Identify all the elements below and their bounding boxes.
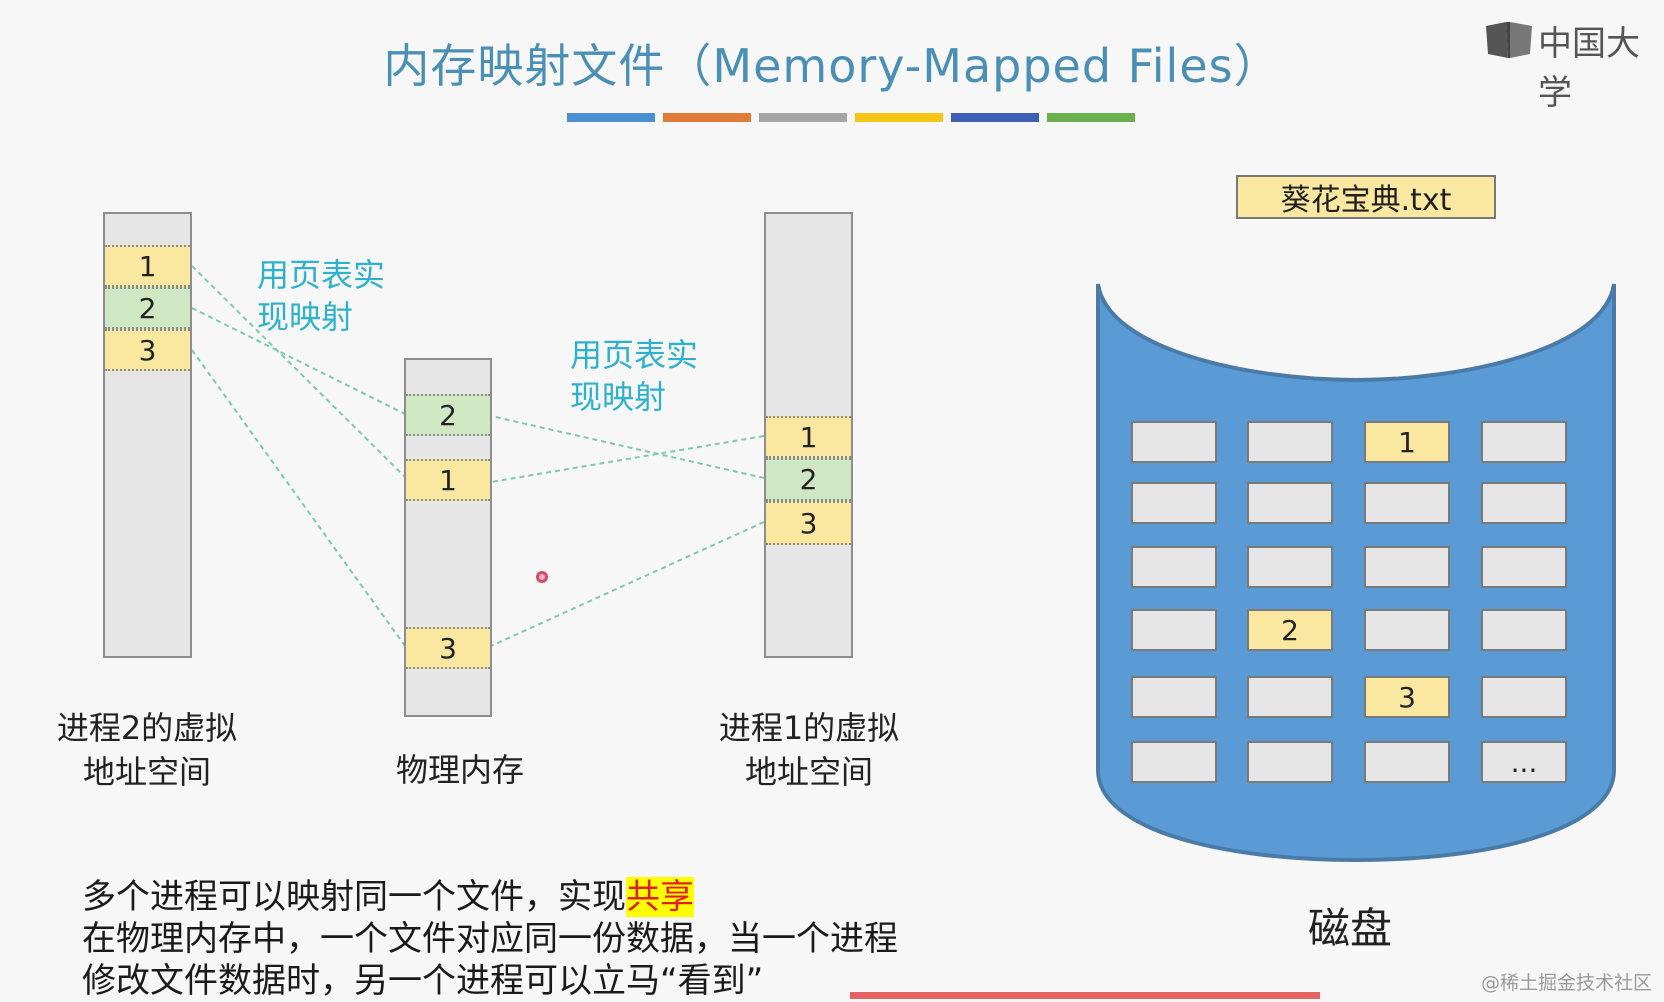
laser-pointer-dot bbox=[536, 571, 548, 583]
process2-page-1: 1 bbox=[105, 245, 190, 287]
disk-block bbox=[1131, 609, 1217, 651]
mapping-label-right-line1: 用页表实 bbox=[570, 336, 699, 374]
disk-block bbox=[1481, 421, 1567, 463]
disk-block bbox=[1364, 741, 1450, 783]
process2-caption: 进程2的虚拟 地址空间 bbox=[36, 706, 258, 794]
disk-block bbox=[1247, 421, 1333, 463]
disk-block bbox=[1364, 482, 1450, 524]
mapping-label-right-line2: 现映射 bbox=[570, 378, 667, 416]
disk-block bbox=[1481, 546, 1567, 588]
disk-caption: 磁盘 bbox=[1307, 904, 1392, 953]
process1-caption-line1: 进程1的虚拟 bbox=[718, 709, 900, 747]
process2-page-2: 2 bbox=[105, 287, 190, 329]
book-icon bbox=[1486, 22, 1532, 58]
accent-bar-darkblue bbox=[951, 113, 1039, 122]
mapping-line-p2-3 bbox=[191, 349, 406, 647]
disk-block bbox=[1131, 546, 1217, 588]
mapping-line-p1-3 bbox=[490, 521, 765, 647]
disk-block: ... bbox=[1481, 741, 1567, 783]
mapping-label-left-line2: 现映射 bbox=[257, 298, 354, 336]
accent-bar-orange bbox=[663, 113, 751, 122]
logo-text: 中国大学 bbox=[1538, 24, 1640, 113]
disk-block bbox=[1247, 676, 1333, 718]
mapping-label-left: 用页表实 现映射 bbox=[257, 254, 385, 338]
process1-page-1: 1 bbox=[766, 416, 851, 458]
sharing-highlight: 共享 bbox=[626, 877, 694, 917]
disk-block bbox=[1247, 741, 1333, 783]
cut-off-red-subtitle bbox=[850, 992, 1320, 999]
disk-block bbox=[1481, 609, 1567, 651]
disk-block bbox=[1364, 546, 1450, 588]
accent-bar-green bbox=[1047, 113, 1135, 122]
disk-block bbox=[1131, 676, 1217, 718]
slide-title: 内存映射文件（Memory-Mapped Files） bbox=[383, 39, 1281, 93]
mapping-line-p2-1 bbox=[191, 265, 406, 478]
process2-page-3: 3 bbox=[105, 329, 190, 371]
disk-block bbox=[1131, 482, 1217, 524]
logo: 中国大学 bbox=[1484, 16, 1664, 113]
explanation-line-2: 在物理内存中，一个文件对应同一份数据，当一个进程 bbox=[82, 919, 898, 959]
explanation-text: 多个进程可以映射同一个文件，实现共享 在物理内存中，一个文件对应同一份数据，当一… bbox=[82, 876, 898, 1002]
process1-address-space: 1 2 3 bbox=[764, 212, 853, 658]
process1-page-3: 3 bbox=[766, 501, 851, 545]
disk-block bbox=[1247, 546, 1333, 588]
process1-caption-line2: 地址空间 bbox=[744, 753, 873, 791]
process2-caption-line1: 进程2的虚拟 bbox=[56, 709, 238, 747]
explanation-line-1: 多个进程可以映射同一个文件，实现共享 bbox=[82, 876, 898, 918]
disk-block: 1 bbox=[1364, 421, 1450, 463]
physical-page-2: 2 bbox=[406, 394, 490, 436]
file-name-label: 葵花宝典.txt bbox=[1236, 175, 1496, 219]
watermark: @稀土掘金技术社区 bbox=[1480, 972, 1652, 994]
mapping-label-right: 用页表实 现映射 bbox=[570, 334, 698, 418]
accent-bar-blue bbox=[567, 113, 655, 122]
disk-block bbox=[1481, 676, 1567, 718]
process2-caption-line2: 地址空间 bbox=[82, 753, 211, 791]
disk-block bbox=[1131, 421, 1217, 463]
physical-memory: 2 1 3 bbox=[404, 358, 492, 717]
mapping-label-left-line1: 用页表实 bbox=[257, 256, 386, 294]
physical-page-3: 3 bbox=[406, 627, 490, 669]
physical-page-1: 1 bbox=[406, 459, 490, 501]
mapping-line-p1-1 bbox=[490, 435, 765, 483]
disk-block: 3 bbox=[1364, 676, 1450, 718]
physical-memory-caption: 物理内存 bbox=[395, 751, 524, 789]
accent-bar-gray bbox=[759, 113, 847, 122]
disk-block bbox=[1131, 741, 1217, 783]
mapping-line-p1-2 bbox=[490, 415, 765, 479]
disk-block bbox=[1364, 609, 1450, 651]
accent-bar-yellow bbox=[855, 113, 943, 122]
disk-block: 2 bbox=[1247, 609, 1333, 651]
process1-caption: 进程1的虚拟 地址空间 bbox=[698, 706, 920, 794]
process1-page-2: 2 bbox=[766, 458, 851, 501]
explanation-line-1-text: 多个进程可以映射同一个文件，实现 bbox=[82, 877, 626, 917]
explanation-line-3: 修改文件数据时，另一个进程可以立马“看到” bbox=[82, 961, 764, 1001]
process2-address-space: 1 2 3 bbox=[103, 212, 192, 658]
disk-block bbox=[1247, 482, 1333, 524]
disk-block bbox=[1481, 482, 1567, 524]
mapping-line-p2-2 bbox=[191, 307, 406, 415]
